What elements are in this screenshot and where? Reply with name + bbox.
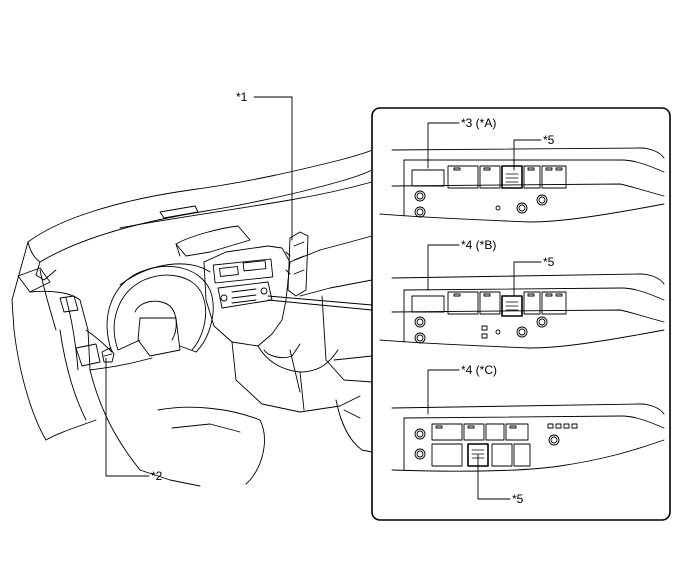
switch-5-variant-c bbox=[467, 443, 489, 467]
leader-5b bbox=[513, 261, 542, 297]
vehicle-interior-view bbox=[11, 149, 373, 487]
panel-variant-c bbox=[391, 403, 665, 472]
callout-1: *1 bbox=[236, 90, 248, 104]
left-dash-side bbox=[29, 290, 91, 371]
inset-connector bbox=[267, 295, 373, 311]
callout-2: *2 bbox=[151, 469, 163, 483]
leader-2 bbox=[105, 357, 150, 477]
floor-line bbox=[13, 329, 47, 441]
shift-lever bbox=[263, 343, 301, 359]
dashboard-top-inner bbox=[39, 169, 373, 263]
leader-1 bbox=[253, 96, 293, 241]
display-screen bbox=[175, 225, 251, 257]
defrost-vent bbox=[159, 205, 199, 219]
callout-3-a: *3 (*A) bbox=[461, 116, 497, 130]
a-pillar-left bbox=[11, 241, 29, 331]
pedal-area bbox=[139, 469, 201, 487]
passenger-seat bbox=[335, 399, 373, 453]
callout-4-c: *4 (*C) bbox=[461, 363, 498, 377]
callout-5-b: *5 bbox=[543, 255, 555, 269]
leader-4b bbox=[427, 244, 460, 291]
dashboard-top bbox=[27, 149, 373, 243]
callout-4-b: *4 (*B) bbox=[461, 238, 497, 252]
callout-5-a: *5 bbox=[543, 133, 555, 147]
component-2 bbox=[101, 347, 115, 363]
switch-5-variant-a bbox=[501, 165, 523, 189]
leader-5c bbox=[477, 454, 511, 500]
center-stack bbox=[203, 245, 291, 263]
callout-5-c: *5 bbox=[512, 492, 524, 506]
steering-wheel bbox=[106, 265, 214, 353]
console-tunnel bbox=[231, 341, 361, 413]
passenger-dash bbox=[289, 235, 373, 263]
windshield-base bbox=[27, 241, 41, 263]
steering-hub bbox=[137, 317, 181, 357]
leader-3 bbox=[427, 122, 460, 169]
floor-mat bbox=[157, 406, 265, 485]
panel-variant-b bbox=[379, 273, 665, 349]
ecu-bracket bbox=[287, 231, 309, 297]
switch-5-variant-b bbox=[501, 295, 523, 317]
leader-lines bbox=[105, 96, 542, 500]
leader-4c bbox=[427, 369, 460, 415]
cluster-hood bbox=[119, 263, 211, 286]
panel-variant-a bbox=[379, 147, 665, 223]
audio-unit bbox=[212, 258, 274, 284]
climate-panel bbox=[217, 281, 273, 309]
detail-inset-frame bbox=[371, 107, 671, 521]
